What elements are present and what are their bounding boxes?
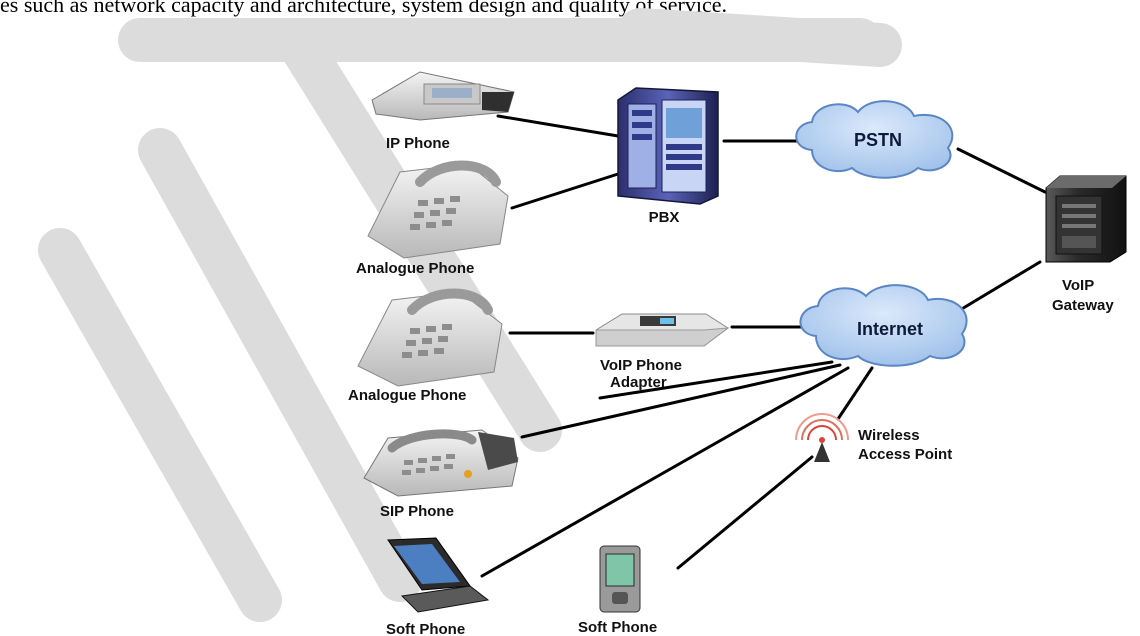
soft-phone-laptop-label: Soft Phone [386,621,465,636]
connections [480,114,1047,578]
voip-adapter-label-2: Adapter [610,374,667,391]
internet-cloud: Internet [799,284,968,367]
edge-gateway-internet [958,260,1042,312]
analogue-phone-2-icon: Analogue Phone [348,288,503,404]
edge-sip-internet [520,363,842,439]
wireless-access-point-icon: Wireless Access Point [795,413,952,463]
pstn-cloud: PSTN [795,100,954,179]
internet-label: Internet [857,319,923,339]
edge-pstn-gateway [956,147,1047,194]
soft-phone-pda-label: Soft Phone [578,619,657,636]
gateway-label-1: VoIP [1062,277,1094,294]
voip-gateway-icon: VoIP Gateway [1045,175,1127,314]
watermark-stripe [618,8,902,67]
edge-ip-phone-pbx [496,114,620,138]
sip-phone-label: SIP Phone [380,503,454,520]
watermark-stripe [138,128,422,602]
edge-analogue2-internet [598,360,834,400]
analogue-phone-1-icon: Analogue Phone [356,160,509,277]
pbx-icon: PBX [617,87,719,226]
voip-adapter-icon: VoIP Phone Adapter [595,313,730,391]
pda-icon: Soft Phone [578,545,657,636]
analogue-phone-2-label: Analogue Phone [348,387,466,404]
edge-laptop-internet [480,366,850,578]
voip-adapter-label-1: VoIP Phone [600,357,682,374]
wireless-label-1: Wireless [858,427,920,444]
watermark-stripe [38,228,282,622]
sip-phone-icon: SIP Phone [363,429,519,520]
ip-phone-label: IP Phone [386,135,450,152]
edge-pda-wap [676,455,814,570]
gateway-label-2: Gateway [1052,297,1114,314]
pbx-label: PBX [649,209,680,226]
edge-wap-internet [836,366,874,421]
ip-phone-icon: IP Phone [371,71,515,152]
analogue-phone-1-label: Analogue Phone [356,260,474,277]
caption-text: es such as network capacity and architec… [0,0,727,17]
pstn-label: PSTN [854,130,902,150]
edge-analogue1-pbx [510,172,620,210]
wireless-label-2: Access Point [858,446,952,463]
laptop-icon: Soft Phone [386,537,490,636]
